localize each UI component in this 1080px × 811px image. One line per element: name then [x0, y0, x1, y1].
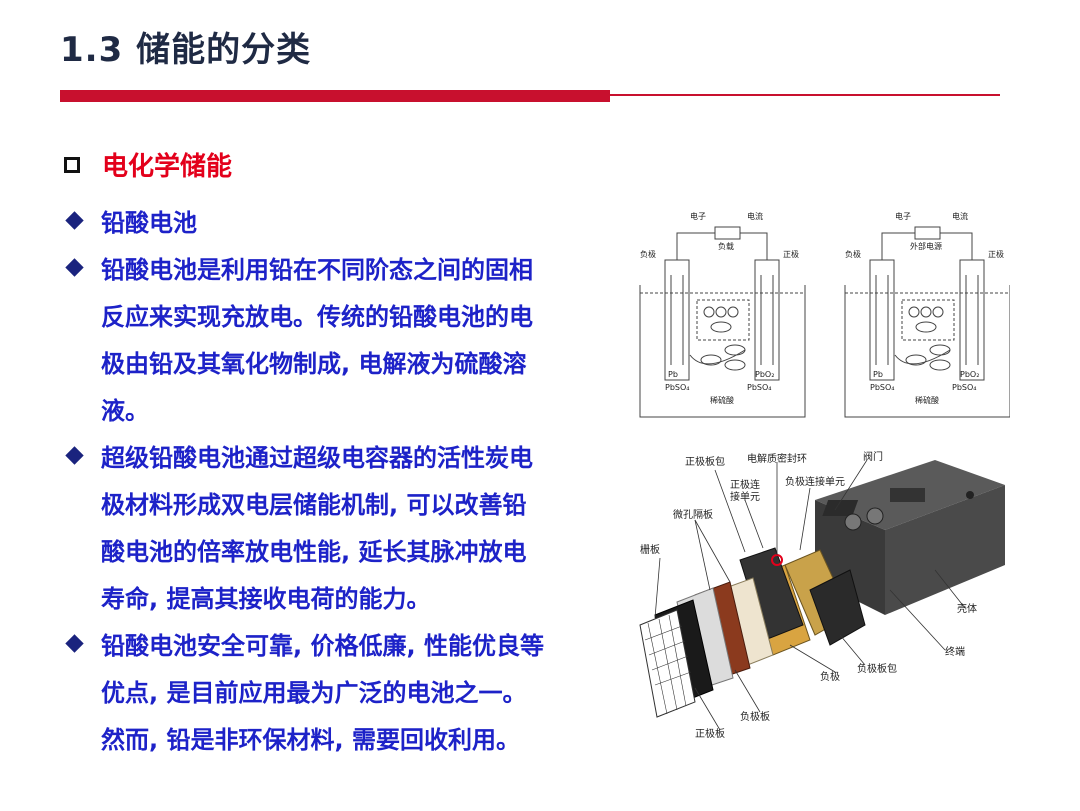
diamond-bullet-icon	[65, 634, 84, 653]
discharge-cell	[639, 226, 806, 418]
page-title: 1.3 储能的分类	[60, 30, 312, 70]
electrolyte-label: 稀硫酸	[710, 395, 734, 405]
section-heading: 电化学储能	[64, 146, 232, 183]
separator-label: 微孔隔板	[673, 508, 713, 521]
grid-label: 栅板	[640, 543, 660, 556]
electron-label: 电子	[895, 211, 911, 221]
pbso4-label: PbSO₄	[747, 383, 771, 392]
bullet-item: 超级铅酸电池通过超级电容器的活性炭电 极材料形成双电层储能机制, 可以改善铅 酸…	[64, 435, 604, 623]
pb-label: Pb	[873, 370, 883, 379]
pbso4-label: PbSO₄	[665, 383, 689, 392]
negative-electrode-label: 负极	[845, 249, 861, 259]
title-underline-thin	[610, 94, 1000, 96]
pbso4-label: PbSO₄	[952, 383, 976, 392]
pbo2-label: PbO₂	[960, 370, 979, 379]
positive-electrode-label: 正极	[783, 249, 799, 259]
diamond-bullet-icon	[65, 446, 84, 465]
battery-exploded-diagram: 正极板包 电解质密封环 阀门 正极连 接单元 负极连接单元 微孔隔板 栅板 壳体…	[639, 450, 1005, 740]
positive-connector-label-2: 接单元	[730, 490, 760, 503]
bullet-text: 铅酸电池安全可靠, 价格低廉, 性能优良等 优点, 是目前应用最为广泛的电池之一…	[101, 632, 544, 754]
title-underline-thick	[60, 90, 610, 102]
diamond-bullet-icon	[65, 258, 84, 277]
seal-ring-label: 电解质密封环	[747, 452, 807, 465]
positive-electrode-label: 正极	[988, 249, 1004, 259]
bullet-text: 铅酸电池	[101, 209, 197, 237]
bullet-list: 铅酸电池 铅酸电池是利用铅在不同阶态之间的固相 反应来实现充放电。传统的铅酸电池…	[64, 200, 604, 764]
bullet-item: 铅酸电池	[64, 200, 604, 247]
current-label: 电流	[747, 211, 763, 221]
bullet-item: 铅酸电池是利用铅在不同阶态之间的固相 反应来实现充放电。传统的铅酸电池的电 极由…	[64, 247, 604, 435]
diamond-bullet-icon	[65, 211, 84, 230]
negative-connector-label: 负极连接单元	[785, 475, 845, 488]
bullet-text: 超级铅酸电池通过超级电容器的活性炭电 极材料形成双电层储能机制, 可以改善铅 酸…	[101, 444, 533, 613]
positive-plate-label: 正极板	[695, 727, 725, 740]
electron-label: 电子	[690, 211, 706, 221]
pbo2-label: PbO₂	[755, 370, 774, 379]
current-label: 电流	[952, 211, 968, 221]
negative-plate-label: 负极板	[740, 710, 770, 723]
grid-plate	[639, 599, 714, 718]
positive-connector-label-1: 正极连	[730, 478, 760, 491]
external-power-label: 外部电源	[910, 241, 942, 251]
positive-plate-pack-label: 正极板包	[685, 455, 725, 468]
checkbox-bullet-icon	[64, 156, 80, 173]
case-label: 壳体	[957, 602, 977, 615]
load-label: 负载	[718, 241, 734, 251]
valve-label: 阀门	[863, 450, 883, 463]
negative-plate-pack-label: 负极板包	[857, 662, 897, 675]
pbso4-label: PbSO₄	[870, 383, 894, 392]
section-heading-text: 电化学储能	[102, 152, 233, 182]
electrolyte-label: 稀硫酸	[915, 395, 939, 405]
lead-acid-cell-diagram: 电子 电流 负载 负极 正极 Pb PbSO₄ PbO₂ PbSO₄ 稀硫酸 电…	[639, 211, 1010, 418]
plate-packs	[676, 547, 866, 691]
pb-label: Pb	[668, 370, 678, 379]
charge-cell	[844, 226, 1010, 418]
negative-pole-label: 负极	[820, 670, 840, 683]
bullet-item: 铅酸电池安全可靠, 价格低廉, 性能优良等 优点, 是目前应用最为广泛的电池之一…	[64, 623, 604, 764]
negative-electrode-label: 负极	[640, 249, 656, 259]
bullet-text: 铅酸电池是利用铅在不同阶态之间的固相 反应来实现充放电。传统的铅酸电池的电 极由…	[101, 256, 533, 425]
terminal-label: 终端	[945, 645, 965, 658]
battery-case	[815, 460, 1005, 615]
